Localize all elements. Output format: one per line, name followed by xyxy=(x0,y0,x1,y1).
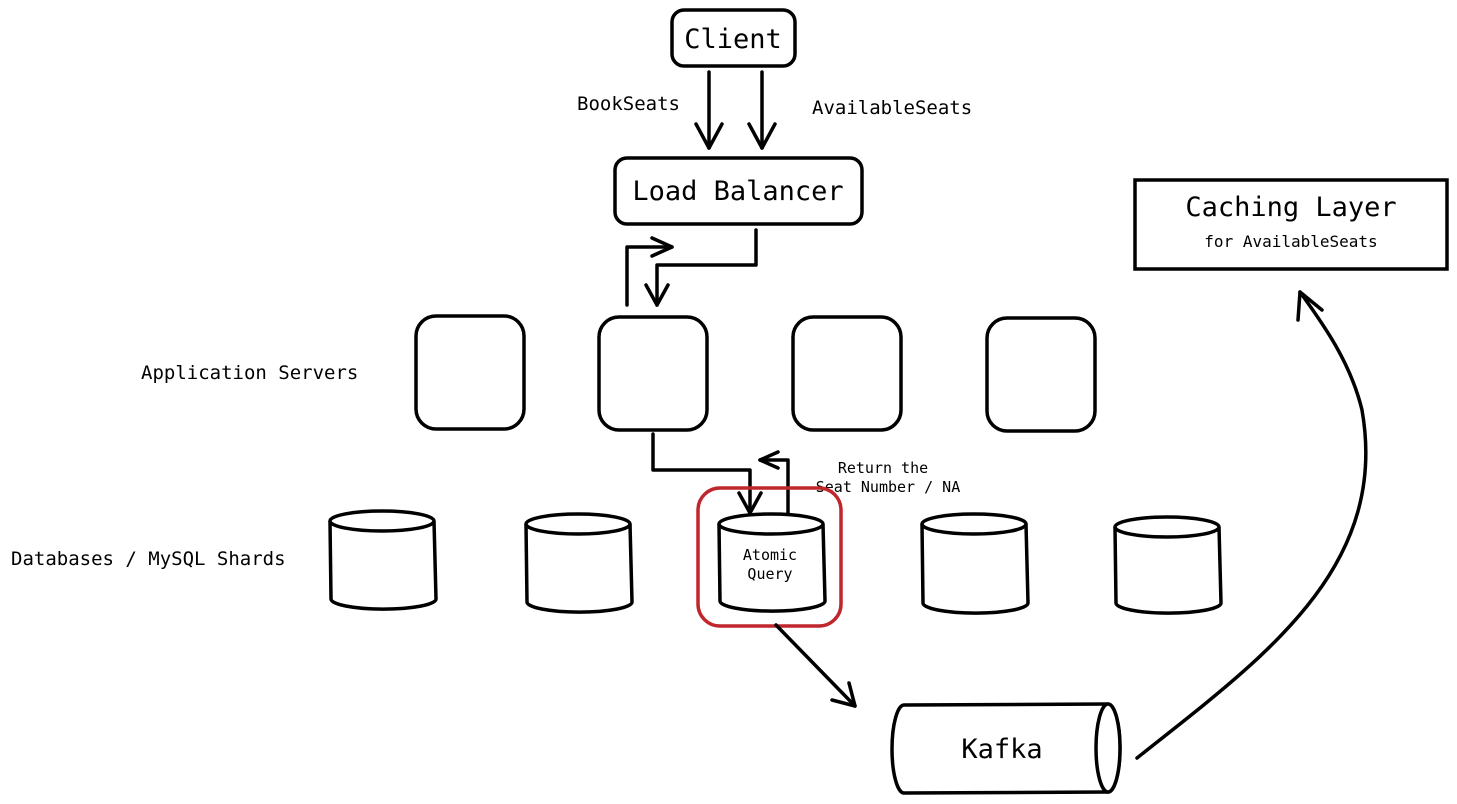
app-server-2 xyxy=(597,315,709,432)
database-3-atomic: Atomic Query xyxy=(717,512,827,613)
database-2 xyxy=(524,512,634,614)
client-label: Client xyxy=(684,24,782,55)
kafka-label: Kafka xyxy=(961,734,1042,765)
caching-layer-title: Caching Layer xyxy=(1185,192,1396,223)
caching-layer-node: Caching Layer for AvailableSeats xyxy=(1133,178,1449,271)
return-arrow xyxy=(758,450,790,515)
databases-label: Databases / MySQL Shards xyxy=(11,548,286,570)
load-balancer-node: Load Balancer xyxy=(613,156,864,226)
kafka-node: Kafka xyxy=(890,702,1122,795)
app-server-4 xyxy=(985,316,1097,433)
app-server-1 xyxy=(414,314,526,431)
atomic-label-line1: Atomic xyxy=(743,546,797,564)
load-balancer-label: Load Balancer xyxy=(632,176,843,207)
bookseats-label: BookSeats xyxy=(577,93,680,115)
lb-to-app-connectors xyxy=(625,228,758,307)
db-to-kafka-arrow xyxy=(774,623,857,708)
app-to-db-connector xyxy=(651,432,763,515)
app-servers-label: Application Servers xyxy=(141,362,358,384)
app-server-3 xyxy=(791,315,903,432)
caching-layer-subtitle: for AvailableSeats xyxy=(1204,232,1377,251)
client-to-lb-arrows xyxy=(694,70,777,150)
availableseats-label: AvailableSeats xyxy=(812,97,972,119)
client-node: Client xyxy=(670,8,797,68)
kafka-to-cache-arrow xyxy=(1135,290,1368,760)
atomic-highlight xyxy=(696,486,843,628)
database-4 xyxy=(920,512,1030,615)
database-1 xyxy=(328,509,438,611)
return-note-line2: Seat Number / NA xyxy=(816,478,961,496)
return-note-line1: Return the xyxy=(838,459,928,477)
atomic-label-line2: Query xyxy=(747,565,792,583)
database-5 xyxy=(1113,515,1223,615)
